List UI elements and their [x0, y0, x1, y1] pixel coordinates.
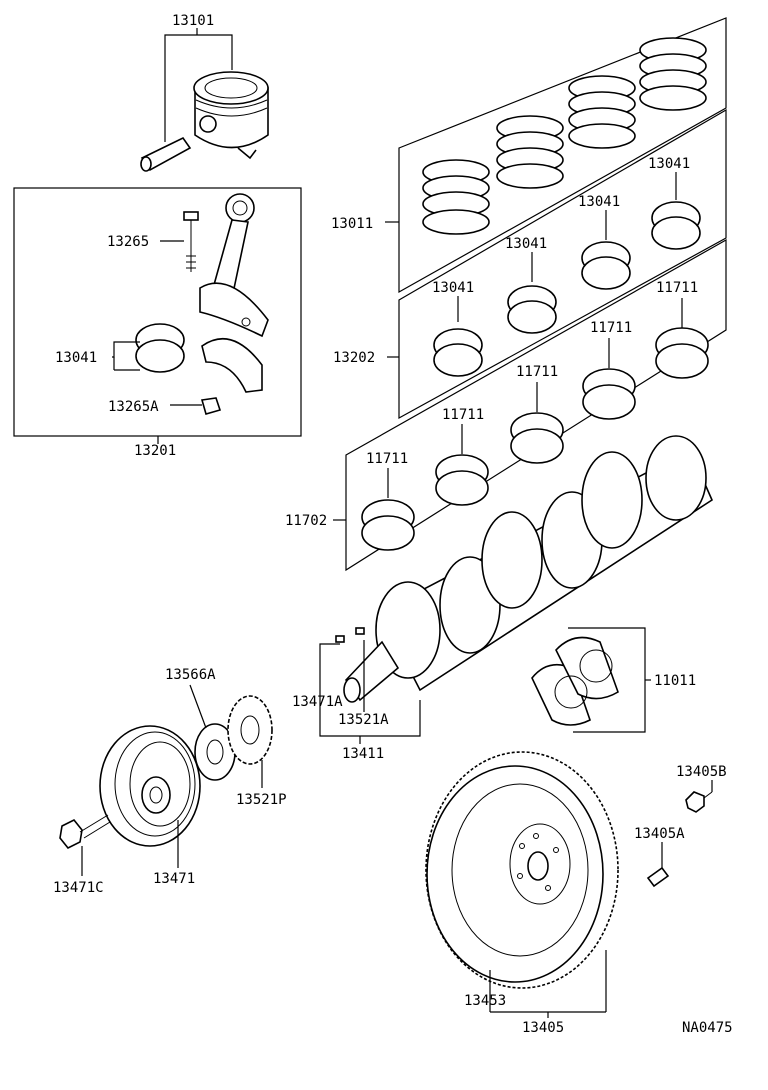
piston-ring-set-2: [496, 115, 564, 189]
rod-bearing-in-assy: [135, 323, 185, 373]
label-11011: 11011: [654, 673, 696, 689]
thrust-washers: [531, 636, 619, 726]
diagram-code: NA0475: [682, 1020, 733, 1036]
rod-bearing-2: [507, 285, 557, 334]
crankshaft: [343, 435, 714, 703]
label-11711-4: 11711: [590, 320, 632, 336]
pulley-bolt: [59, 814, 111, 850]
main-bearing-2: [435, 454, 489, 506]
label-13041-2: 13041: [505, 236, 547, 252]
label-13265: 13265: [107, 234, 149, 250]
leader-13101: [164, 34, 233, 142]
label-11711-5: 11711: [656, 280, 698, 296]
label-13202: 13202: [333, 350, 375, 366]
piston: [193, 71, 269, 160]
rod-bearing-frame: [398, 108, 727, 420]
label-13411: 13411: [342, 746, 384, 762]
piston-ring-set-1: [422, 159, 490, 235]
label-13471a: 13471A: [292, 694, 343, 710]
label-13405: 13405: [522, 1020, 564, 1036]
main-bearing-5: [655, 327, 709, 379]
flywheel-pin: [646, 866, 670, 888]
label-13566a: 13566A: [165, 667, 216, 683]
label-13405b: 13405B: [676, 764, 727, 780]
crank-keys: [335, 627, 365, 643]
label-11711-2: 11711: [442, 407, 484, 423]
crank-timing-pulley: [227, 695, 273, 765]
label-11711-1: 11711: [366, 451, 408, 467]
rod-bearing-4: [651, 201, 701, 250]
label-13041-assy: 13041: [55, 350, 97, 366]
flywheel-bolt: [685, 791, 713, 813]
connecting-rod: [199, 193, 269, 338]
label-13011: 13011: [331, 216, 373, 232]
main-bearing-3: [510, 412, 564, 464]
label-13521p: 13521P: [236, 792, 287, 808]
label-13041-4: 13041: [648, 156, 690, 172]
label-13201: 13201: [134, 443, 176, 459]
flywheel: [425, 751, 619, 989]
piston-pin: [140, 136, 192, 172]
label-13453: 13453: [464, 993, 506, 1009]
label-11711-3: 11711: [516, 364, 558, 380]
main-bearing-frame: [345, 238, 727, 572]
crank-pulley: [99, 725, 201, 847]
piston-ring-set-3: [568, 75, 636, 149]
label-13041-3: 13041: [578, 194, 620, 210]
label-13471: 13471: [153, 871, 195, 887]
label-13265a: 13265A: [108, 399, 159, 415]
main-bearing-4: [582, 368, 636, 420]
main-bearing-1: [361, 499, 415, 551]
label-13521a: 13521A: [338, 712, 389, 728]
label-13405a: 13405A: [634, 826, 685, 842]
rod-bearing-1: [433, 328, 483, 377]
label-11702: 11702: [285, 513, 327, 529]
rod-nut: [200, 397, 222, 415]
label-13471c: 13471C: [53, 880, 104, 896]
piston-rings-frame: [398, 17, 727, 294]
rod-bolt: [183, 211, 199, 272]
piston-ring-set-4: [639, 37, 707, 111]
label-13041-1: 13041: [432, 280, 474, 296]
rod-bearing-3: [581, 241, 631, 290]
rod-cap: [201, 337, 263, 393]
label-13101: 13101: [172, 13, 214, 29]
